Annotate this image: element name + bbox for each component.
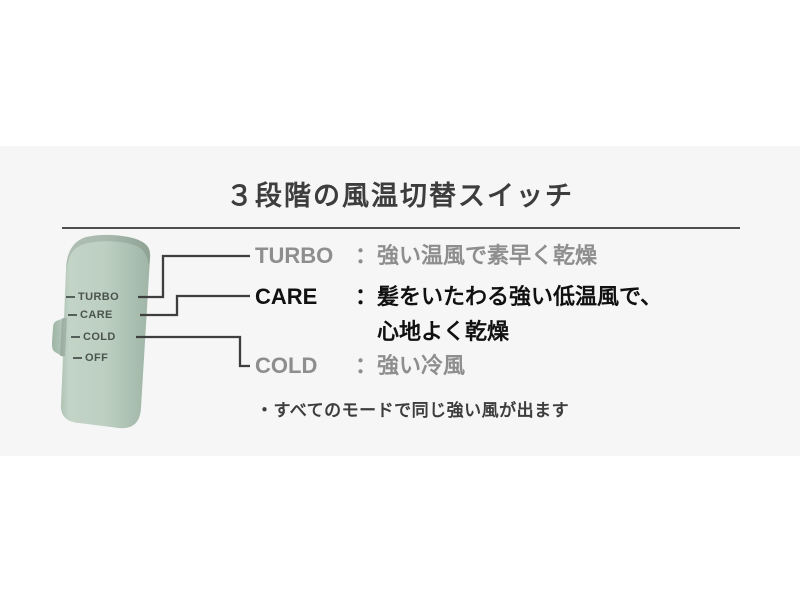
hairdryer-illustration xyxy=(52,234,151,429)
device-label-cold: COLD xyxy=(83,331,116,343)
slider-knob xyxy=(60,318,67,356)
mode-desc-turbo: 強い温風で素早く乾燥 xyxy=(377,243,598,268)
mode-desc-cold: 強い冷風 xyxy=(377,353,466,378)
device-label-turbo: TURBO xyxy=(78,291,120,303)
device-body xyxy=(52,234,151,429)
mode-desc-care: 髪をいたわる強い低温風で、 心地よく乾燥 xyxy=(377,279,662,349)
mode-label-cold: COLD xyxy=(255,353,318,378)
connector-lines xyxy=(136,254,250,368)
device-label-off: OFF xyxy=(85,352,109,364)
switch-ticks xyxy=(66,296,82,359)
mode-colon-turbo: ： xyxy=(355,243,378,268)
connector-care xyxy=(140,294,250,317)
mode-colon-cold: ： xyxy=(355,353,378,378)
mode-label-turbo: TURBO xyxy=(255,243,334,268)
page-title: ３段階の風温切替スイッチ xyxy=(226,181,574,211)
device-top-shade xyxy=(66,234,151,268)
device-label-care: CARE xyxy=(80,309,113,321)
mode-desc-care-line1: 髪をいたわる強い低温風で、 xyxy=(377,284,663,309)
mode-row-care: CARE ： 髪をいたわる強い低温風で、 心地よく乾燥 xyxy=(255,279,662,349)
mode-row-turbo: TURBO ： 強い温風で素早く乾燥 xyxy=(255,243,597,269)
title-divider xyxy=(62,227,740,229)
connector-turbo xyxy=(138,254,250,299)
footnote: ・すべてのモードで同じ強い風が出ます xyxy=(256,401,570,420)
mode-label-care: CARE xyxy=(255,284,318,309)
connector-cold xyxy=(136,335,250,368)
mode-colon-care: ： xyxy=(355,284,378,309)
mode-row-cold: COLD ： 強い冷風 xyxy=(255,353,465,379)
mode-desc-care-line2: 心地よく乾燥 xyxy=(377,319,510,344)
